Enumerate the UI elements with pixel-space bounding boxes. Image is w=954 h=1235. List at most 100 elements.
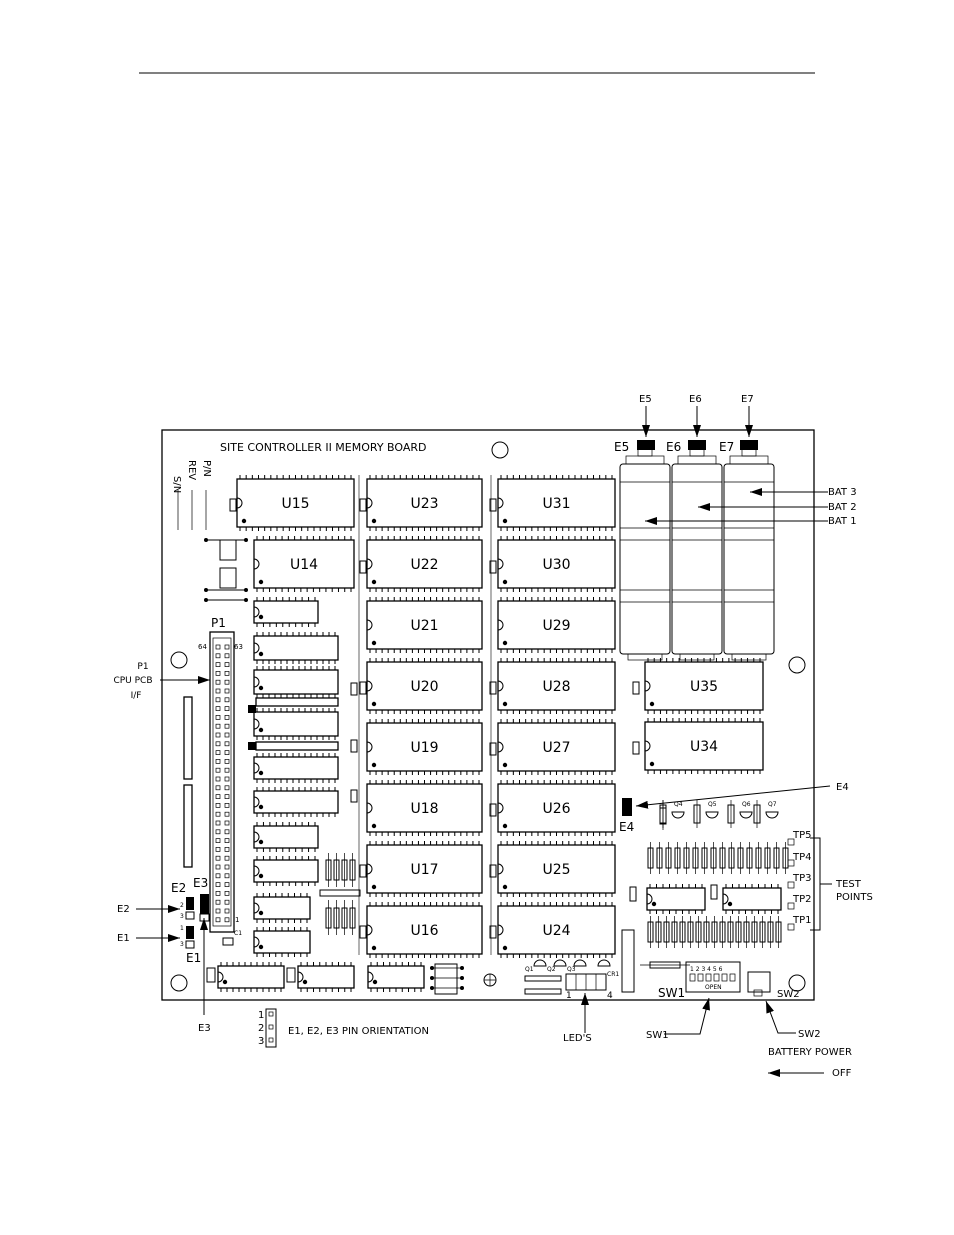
p1-pin1: 1: [235, 916, 239, 924]
p1-pin64: 64: [198, 643, 207, 651]
chip-u16: U16: [366, 902, 483, 958]
pin-num-2: 2: [258, 1023, 264, 1034]
e2-callout: E2: [117, 904, 130, 915]
mounting-hole: [788, 656, 806, 674]
bypass-capacitor: [489, 742, 497, 756]
test-points-label-2: POINTS: [836, 892, 873, 903]
transistor-q6-label: Q6: [742, 801, 751, 808]
led-pin-1: 1: [566, 991, 572, 1001]
small-ic: [253, 856, 319, 886]
pad: [248, 742, 256, 750]
rev-label: REV: [186, 460, 197, 480]
chip-u17-label: U17: [410, 862, 438, 878]
sn-label: S/N: [171, 476, 182, 493]
bypass-capacitor: [350, 682, 358, 696]
chip-u19-label: U19: [410, 740, 438, 756]
bat2-label: BAT 2: [828, 502, 857, 513]
pn-label: P/N: [201, 460, 212, 477]
pin-num-1: 1: [258, 1010, 264, 1021]
chip-u23-label: U23: [410, 496, 438, 512]
battery-holder-3: [723, 445, 775, 661]
e-jumpers-left: E2 E3 2 3 1 3 E1 C1 E2 E1 E3: [117, 876, 242, 1034]
jumper-pin-digit: 1: [180, 925, 184, 932]
sw1-open: OPEN: [705, 984, 722, 991]
chip-u29-label: U29: [542, 618, 570, 634]
sw1-switch: SW1 1 2 3 4 5 6 OPEN SW1: [646, 961, 741, 1041]
chip-u35: U35: [644, 658, 764, 714]
chip-u21: U21: [366, 597, 483, 653]
bottom-chip-row: [206, 962, 464, 995]
bypass-capacitor: [359, 864, 367, 878]
pin-num-3: 3: [258, 1036, 264, 1047]
e3-top-label: E3: [193, 876, 208, 890]
small-ic: [217, 962, 285, 992]
bypass-capacitor: [359, 498, 367, 512]
off-label: OFF: [832, 1068, 852, 1079]
sw2-switch: SW2 SW2 BATTERY POWER OFF: [747, 971, 852, 1079]
fiducial: [484, 974, 496, 986]
bypass-capacitor: [489, 498, 497, 512]
led-pin-4: 4: [607, 991, 613, 1001]
chip-u15-label: U15: [281, 496, 309, 512]
transistor-q7: Q7: [753, 800, 779, 828]
sn-labels: S/N REV P/N: [171, 460, 212, 530]
e3-callout: E3: [198, 1023, 211, 1034]
bypass-capacitor: [489, 925, 497, 939]
chip-u15: U15: [236, 475, 355, 531]
small-ic: [646, 884, 706, 914]
connector-bar: [183, 696, 193, 780]
e6-board: E6: [666, 440, 681, 454]
p1-callout-label: P1: [137, 662, 148, 672]
bypass-capacitor: [229, 498, 237, 512]
p1-pin63: 63: [234, 643, 243, 651]
p1-connector: P1 64 63 1: [198, 616, 243, 933]
resistor-strip: [255, 741, 339, 751]
jumper-pin-digit: 3: [180, 941, 184, 948]
tp4-label: TP4: [792, 852, 812, 863]
battery-holder-1: [619, 445, 671, 661]
small-ic: [253, 632, 339, 664]
test-points-label-1: TEST: [835, 879, 862, 890]
bat1-label: BAT 1: [828, 516, 857, 527]
bat3-label: BAT 3: [828, 487, 857, 498]
chip-u14-label: U14: [290, 557, 318, 573]
small-ic: [253, 753, 339, 783]
pin-orientation-label: E1, E2, E3 PIN ORIENTATION: [288, 1026, 429, 1037]
bypass-capacitor: [632, 741, 640, 755]
small-ic: [253, 787, 339, 817]
chip-u16-label: U16: [410, 923, 438, 939]
transistor-q7-label: Q7: [768, 801, 777, 808]
sw1-positions: 1 2 3 4 5 6: [690, 966, 723, 973]
small-ic: [253, 927, 311, 957]
chip-u26: U26: [497, 780, 616, 836]
tp2-label: TP2: [792, 894, 812, 905]
q1-label: Q1: [525, 966, 534, 973]
chip-u26-label: U26: [542, 801, 570, 817]
chip-u20-label: U20: [410, 679, 438, 695]
board-outline: [161, 429, 815, 1001]
chip-u18: U18: [366, 780, 483, 836]
small-ic: [253, 822, 319, 852]
jumper-pin-digit: 2: [180, 902, 184, 909]
e7-top: E7: [741, 394, 754, 405]
chip-u23: U23: [366, 475, 483, 531]
chip-u30: U30: [497, 536, 616, 592]
connector-bar: [183, 784, 193, 868]
mounting-hole: [170, 974, 188, 992]
e1-bottom-label: E1: [186, 951, 201, 965]
bypass-capacitor: [359, 925, 367, 939]
center-resistor-packs: [319, 853, 361, 935]
pad: [248, 705, 256, 713]
e7-board: E7: [719, 440, 734, 454]
pin-orientation: 1 2 3 E1, E2, E3 PIN ORIENTATION: [258, 1008, 429, 1048]
chip-u24: U24: [497, 902, 616, 958]
battery-holder-2: [671, 445, 723, 661]
resistor-arrays: [629, 842, 789, 969]
p1-callout: P1 CPU PCB I/F: [113, 662, 210, 701]
bypass-capacitor: [350, 739, 358, 753]
e5-board: E5: [614, 440, 629, 454]
resistor-strip: [255, 697, 339, 707]
